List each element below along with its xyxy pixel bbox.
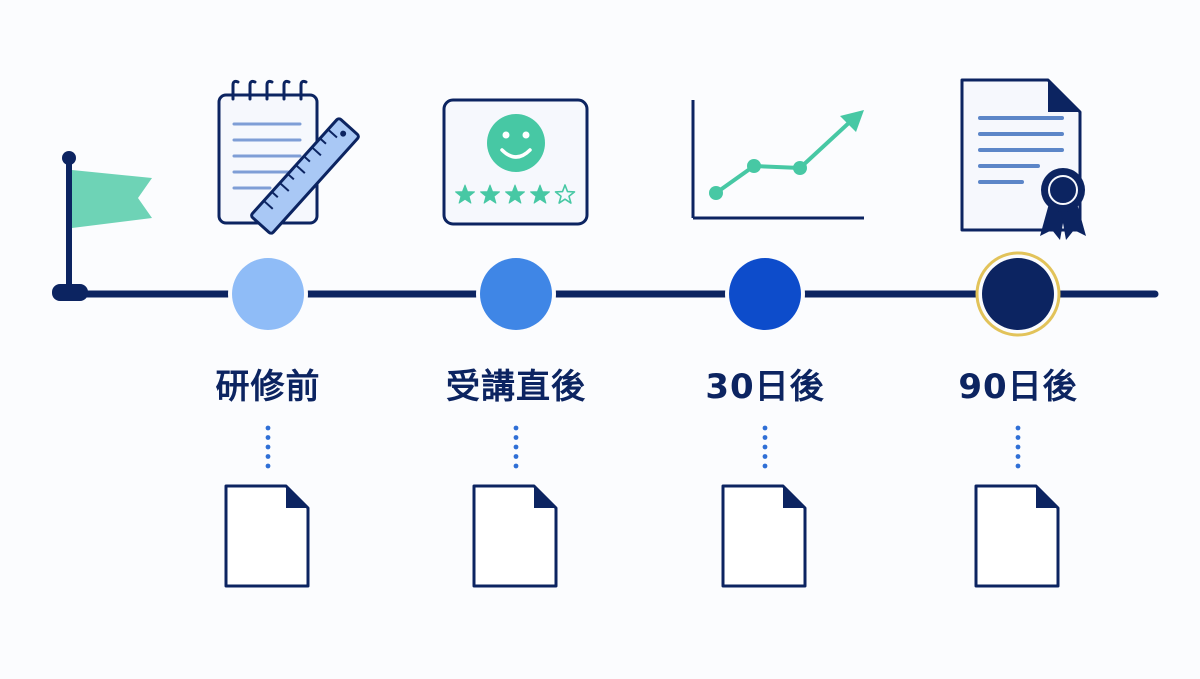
stage-label: 受講直後 bbox=[446, 367, 586, 407]
smiley-rating-card-icon bbox=[442, 98, 589, 226]
connector-dot bbox=[762, 454, 768, 459]
document-fold bbox=[534, 486, 556, 508]
connector-dot bbox=[1015, 454, 1021, 459]
connector-dot bbox=[513, 444, 519, 450]
document-outline bbox=[721, 484, 807, 588]
milestone-node bbox=[232, 258, 304, 330]
document-fold bbox=[783, 486, 805, 508]
connector-dot bbox=[265, 444, 271, 450]
milestone-node bbox=[982, 258, 1054, 330]
connector-dot bbox=[762, 463, 768, 469]
notepad-ruler-icon bbox=[217, 79, 360, 235]
connector-dot bbox=[762, 444, 768, 450]
star-rating bbox=[455, 184, 576, 204]
connector-dot bbox=[265, 435, 271, 440]
document-outline bbox=[224, 484, 310, 588]
document-fold bbox=[286, 486, 308, 508]
milestone-node bbox=[729, 258, 801, 330]
connector-dot bbox=[513, 454, 519, 459]
connector-dot bbox=[265, 463, 271, 469]
connector-dot bbox=[513, 435, 519, 440]
document-fold bbox=[1036, 486, 1058, 508]
star-filled-icon bbox=[480, 184, 500, 204]
connector-dot bbox=[1015, 463, 1021, 469]
connector-dot bbox=[265, 425, 271, 431]
milestone-node bbox=[480, 258, 552, 330]
blank-document-icon bbox=[974, 484, 1060, 588]
certificate-ribbon-icon bbox=[960, 78, 1086, 240]
blank-document-icon bbox=[472, 484, 558, 588]
document-outline bbox=[974, 484, 1060, 588]
connector-dot bbox=[513, 425, 519, 431]
document-outline bbox=[472, 484, 558, 588]
connector-dot bbox=[265, 454, 271, 459]
star-filled-icon bbox=[455, 184, 475, 204]
connector-dot bbox=[762, 435, 768, 440]
connector-dot bbox=[1015, 425, 1021, 431]
connector-dot bbox=[1015, 435, 1021, 440]
star-empty-icon bbox=[554, 184, 576, 204]
blank-document-icon bbox=[721, 484, 807, 588]
star-filled-icon bbox=[505, 184, 525, 204]
stage-label: 研修前 bbox=[215, 367, 321, 407]
connector-dot bbox=[1015, 444, 1021, 450]
connector-dot bbox=[513, 463, 519, 469]
stage-label: 90日後 bbox=[958, 367, 1078, 407]
blank-document-icon bbox=[224, 484, 310, 588]
connector-dot bbox=[762, 425, 768, 431]
start-flag-icon bbox=[52, 151, 152, 301]
line-chart-growth-icon bbox=[691, 100, 864, 220]
stage-label: 30日後 bbox=[705, 367, 825, 407]
star-filled-icon bbox=[530, 184, 550, 204]
